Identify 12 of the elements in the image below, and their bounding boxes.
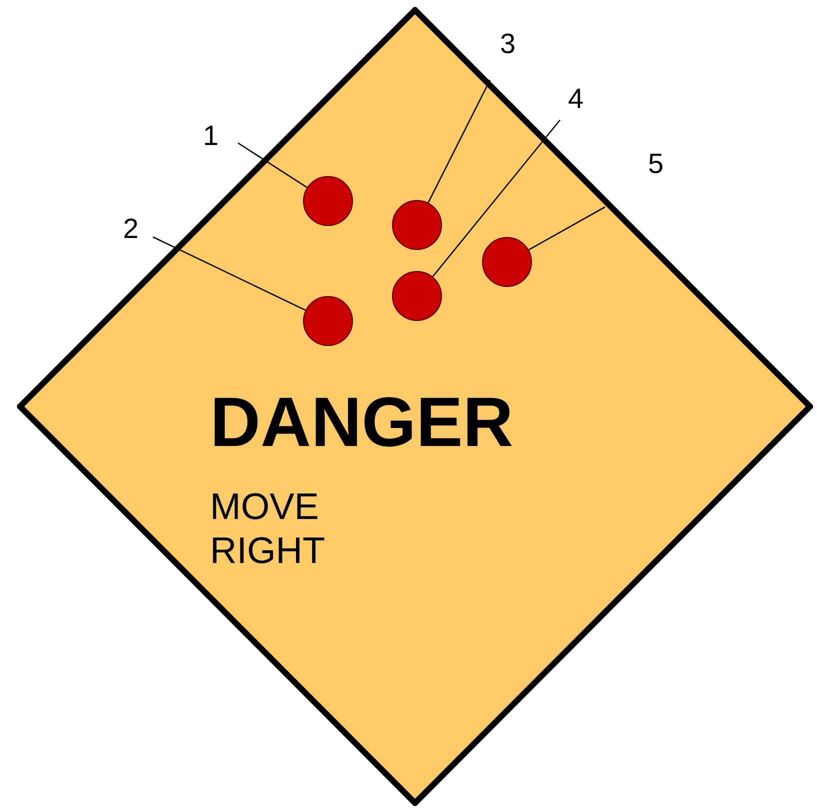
leader-line [428,80,491,203]
leader-line [528,206,606,250]
callout-number: 2 [123,215,139,243]
instruction-text: MOVE RIGHT [210,485,326,574]
callout-number: 5 [648,150,664,178]
leader-line [238,142,308,188]
callout-number: 3 [500,30,516,58]
leader-line [152,236,306,311]
callout-number: 4 [568,85,584,113]
leader-line [432,120,560,277]
heading-text: DANGER [210,382,514,463]
callout-number: 1 [203,122,219,150]
